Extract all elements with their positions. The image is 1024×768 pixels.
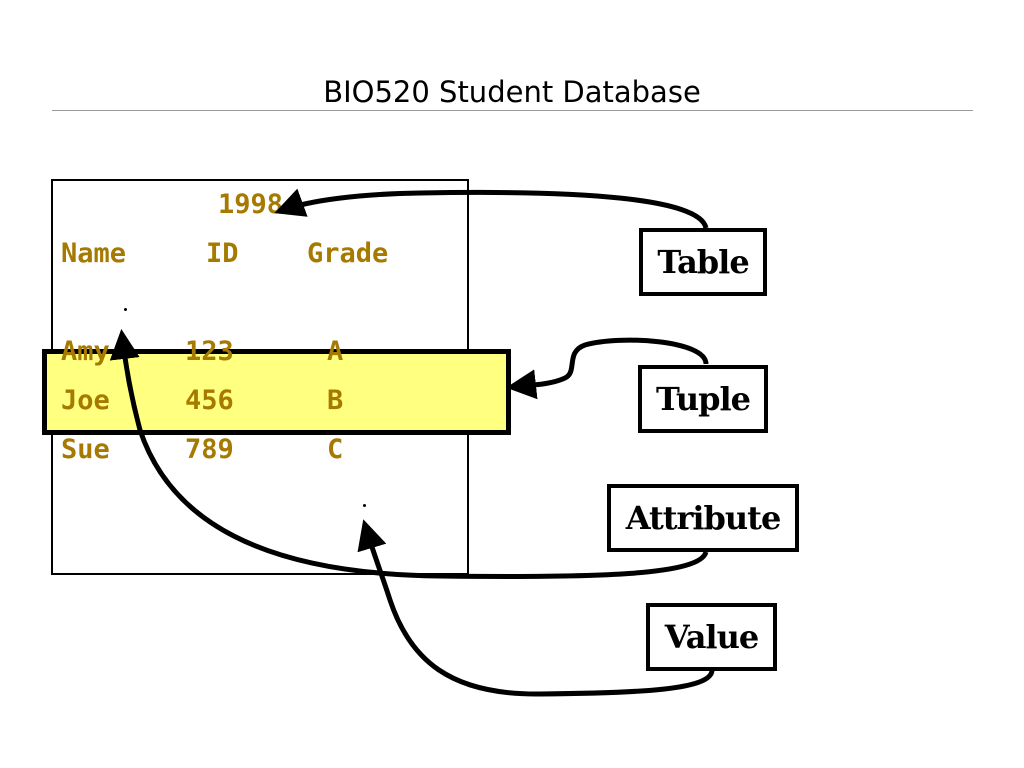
row-sue-id: 789	[185, 434, 234, 465]
header-grade: Grade	[307, 238, 389, 269]
row-joe-grade: B	[327, 385, 344, 416]
table-label-box: Table	[639, 228, 767, 296]
row-sue-name: Sue	[61, 434, 110, 465]
ellipsis-dot	[363, 504, 366, 507]
row-sue-grade: C	[327, 434, 344, 465]
ellipsis-dot	[124, 308, 127, 311]
row-amy-name: Amy	[61, 336, 110, 367]
table-year: 1998	[218, 189, 284, 220]
row-amy-grade: A	[327, 336, 344, 367]
value-arrow	[357, 519, 715, 697]
header-name: Name	[61, 238, 127, 269]
table-arrow	[274, 188, 709, 229]
tuple-arrow	[506, 337, 709, 400]
row-amy-id: 123	[185, 336, 234, 367]
value-label-box: Value	[646, 603, 777, 671]
tuple-label-box: Tuple	[638, 365, 768, 433]
attribute-arrow	[109, 329, 709, 580]
row-joe-name: Joe	[61, 385, 110, 416]
row-joe-id: 456	[185, 385, 234, 416]
header-id: ID	[206, 238, 239, 269]
attribute-label-box: Attribute	[607, 484, 799, 552]
title-divider	[52, 110, 973, 111]
slide-title: BIO520 Student Database	[323, 75, 701, 109]
tuple-highlight	[42, 349, 511, 435]
